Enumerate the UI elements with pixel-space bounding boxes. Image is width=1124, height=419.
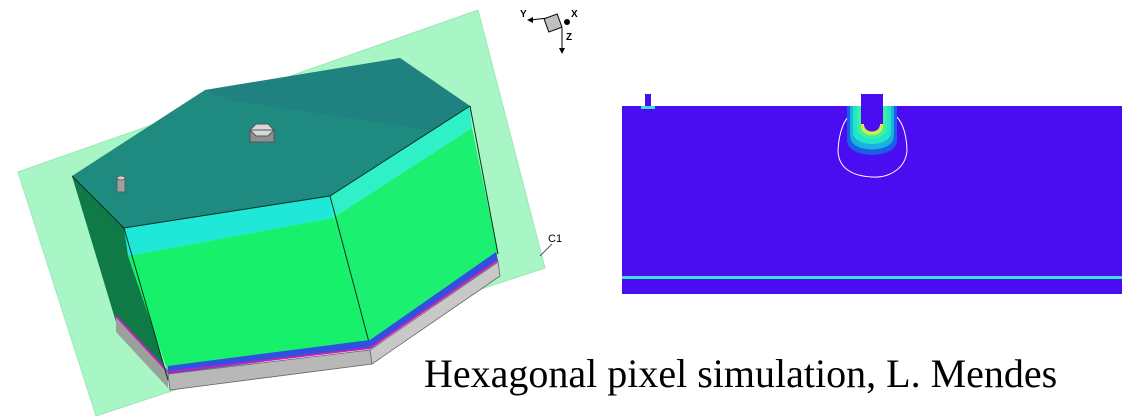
field-contours [837, 94, 908, 178]
axis-label-y: Y [520, 9, 527, 20]
axes-triad: Y X Z [520, 9, 578, 54]
cut-plane-leader-line [539, 243, 553, 257]
backplane-line [622, 276, 1122, 279]
axis-label-z: Z [566, 32, 572, 43]
front-face [128, 218, 370, 372]
right-bottom-layer [370, 252, 498, 348]
axis-label-x: X [571, 9, 578, 20]
front-cyan-band [124, 196, 333, 256]
right-base [369, 261, 501, 365]
left-magenta-line [115, 315, 169, 373]
cut-plane-label: C1 [548, 233, 562, 245]
bump-bond-center [249, 123, 275, 143]
magenta-line-front [167, 347, 371, 373]
figure-caption: Hexagonal pixel simulation, L. Mendes [424, 351, 1058, 396]
hexagonal-pixel-3d-view: C1 [17, 9, 562, 417]
right-face [333, 128, 498, 346]
magenta-line-right [369, 259, 499, 349]
top-face-shade [205, 58, 470, 130]
left-base [116, 316, 168, 388]
cross-section-view [622, 94, 1122, 294]
left-electrode [645, 94, 651, 108]
electrode-post [116, 175, 126, 193]
right-cyan-band [330, 106, 472, 218]
left-side-face [72, 176, 168, 380]
